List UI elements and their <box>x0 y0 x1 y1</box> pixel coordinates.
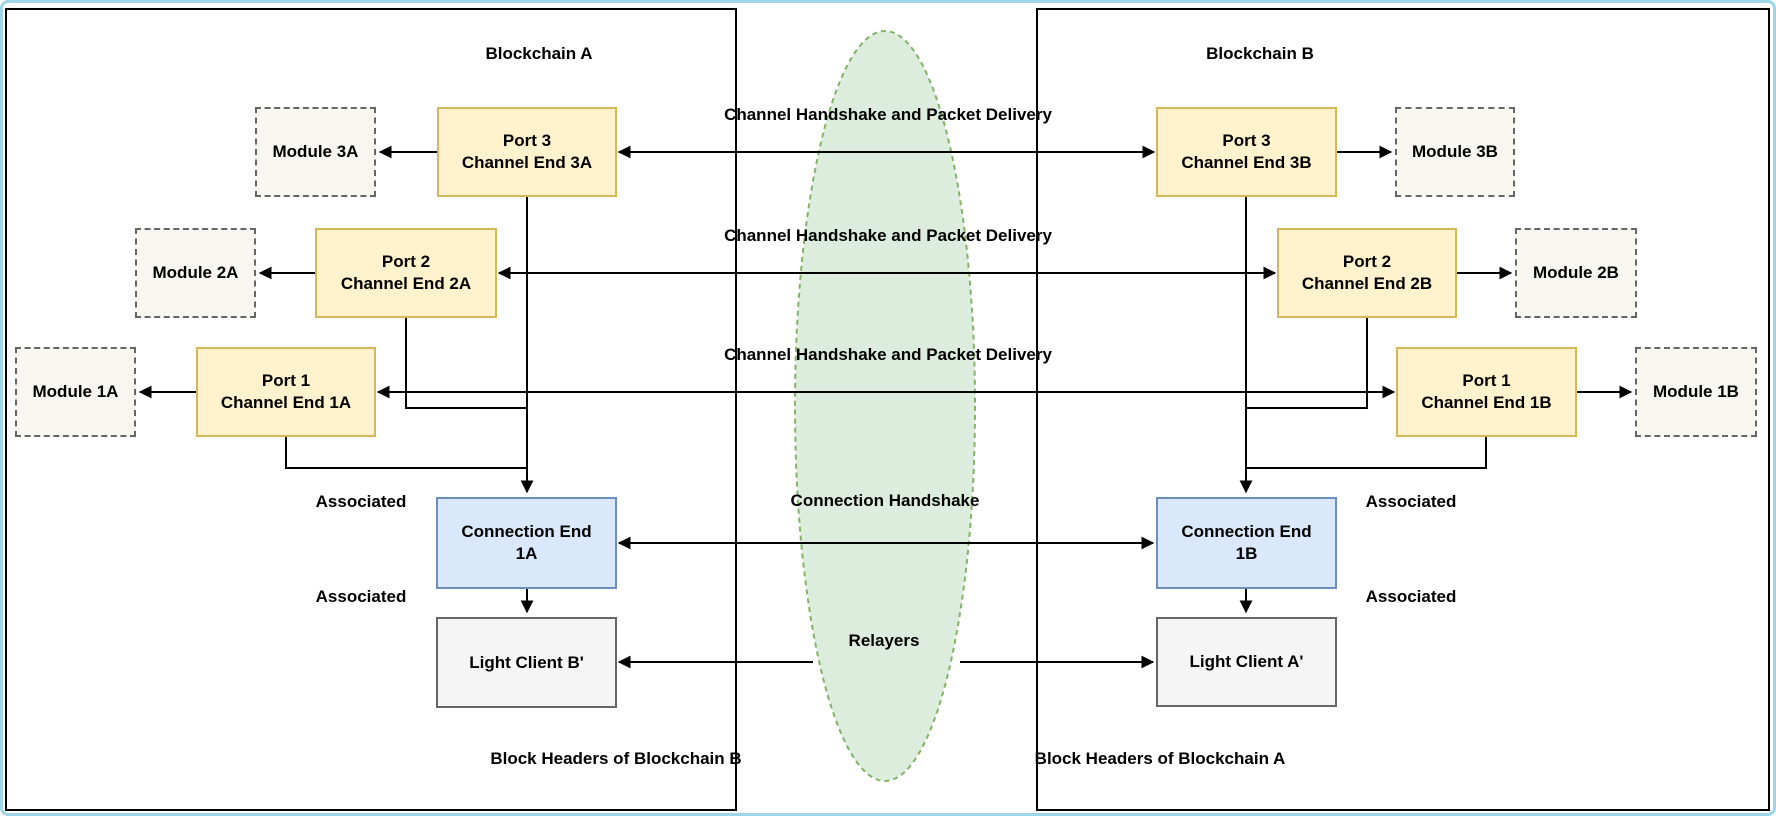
light-client-a-label: Light Client A' <box>1189 652 1304 671</box>
port3a-box: Port 3 Channel End 3A <box>437 107 617 197</box>
blockchain-a-title: Blockchain A <box>485 44 593 63</box>
port3b-box: Port 3 Channel End 3B <box>1156 107 1337 197</box>
light-client-b-box: Light Client B' <box>436 617 617 708</box>
conn1a-line1: Connection End <box>461 522 592 541</box>
module2b-label: Module 2B <box>1533 263 1619 282</box>
module1a-label: Module 1A <box>32 382 119 401</box>
block-headers-b-label: Block Headers of Blockchain B <box>490 749 742 768</box>
connection-end-1a-box: Connection End 1A <box>436 497 617 589</box>
module3a-box: Module 3A <box>255 107 376 197</box>
channel-label-row3: Channel Handshake and Packet Delivery <box>724 105 1052 124</box>
module1b-box: Module 1B <box>1635 347 1757 437</box>
module2b-box: Module 2B <box>1515 228 1637 318</box>
module1a-box: Module 1A <box>15 347 136 437</box>
associated-label-a1: Associated <box>315 492 407 511</box>
connection-end-1b-box: Connection End 1B <box>1156 497 1337 589</box>
module2a-label: Module 2A <box>152 263 239 282</box>
blockchain-b-container <box>1036 8 1770 811</box>
port2a-connection1a-line <box>405 318 527 409</box>
port1b-line1: Port 1 <box>1462 371 1511 390</box>
blockchain-b-title: Blockchain B <box>1206 44 1314 63</box>
channel-label-row1: Channel Handshake and Packet Delivery <box>724 345 1052 364</box>
associated-label-a2: Associated <box>315 587 407 606</box>
conn1b-line2: 1B <box>1235 544 1258 563</box>
port3a-line1: Port 3 <box>502 131 552 150</box>
port2b-line2: Channel End 2B <box>1301 274 1433 293</box>
module3a-label: Module 3A <box>272 142 359 161</box>
port1b-connection1b-line <box>1246 436 1487 469</box>
conn1a-line2: 1A <box>515 544 538 563</box>
port3b-line2: Channel End 3B <box>1181 153 1312 172</box>
conn1b-line1: Connection End <box>1181 522 1312 541</box>
port2b-line1: Port 2 <box>1342 252 1392 271</box>
associated-label-b2: Associated <box>1365 587 1457 606</box>
port1a-connection1a-line <box>285 436 527 469</box>
port3a-line2: Channel End 3A <box>461 153 593 172</box>
connection-handshake-label: Connection Handshake <box>790 491 980 510</box>
port1a-box: Port 1 Channel End 1A <box>196 347 376 437</box>
module1b-label: Module 1B <box>1653 382 1739 401</box>
port1b-box: Port 1 Channel End 1B <box>1396 347 1577 437</box>
light-client-b-label: Light Client B' <box>469 652 584 672</box>
port2b-connection1b-line <box>1246 318 1368 409</box>
relayers-label: Relayers <box>848 631 920 650</box>
blockchain-a-container <box>5 8 737 811</box>
port2a-line1: Port 2 <box>381 252 431 271</box>
associated-label-b1: Associated <box>1365 492 1457 511</box>
port3b-line1: Port 3 <box>1222 131 1271 150</box>
port1a-line1: Port 1 <box>261 371 311 390</box>
port1b-line2: Channel End 1B <box>1421 393 1552 412</box>
channel-label-row2: Channel Handshake and Packet Delivery <box>724 226 1052 245</box>
module3b-label: Module 3B <box>1412 142 1498 161</box>
relayers-ellipse <box>794 30 976 782</box>
module3b-box: Module 3B <box>1395 107 1515 197</box>
port2a-box: Port 2 Channel End 2A <box>315 228 497 318</box>
port2b-box: Port 2 Channel End 2B <box>1277 228 1457 318</box>
module2a-box: Module 2A <box>135 228 256 318</box>
light-client-a-box: Light Client A' <box>1156 617 1337 707</box>
port1a-line2: Channel End 1A <box>220 393 352 412</box>
block-headers-a-label: Block Headers of Blockchain A <box>1034 749 1286 768</box>
port2a-line2: Channel End 2A <box>340 274 472 293</box>
